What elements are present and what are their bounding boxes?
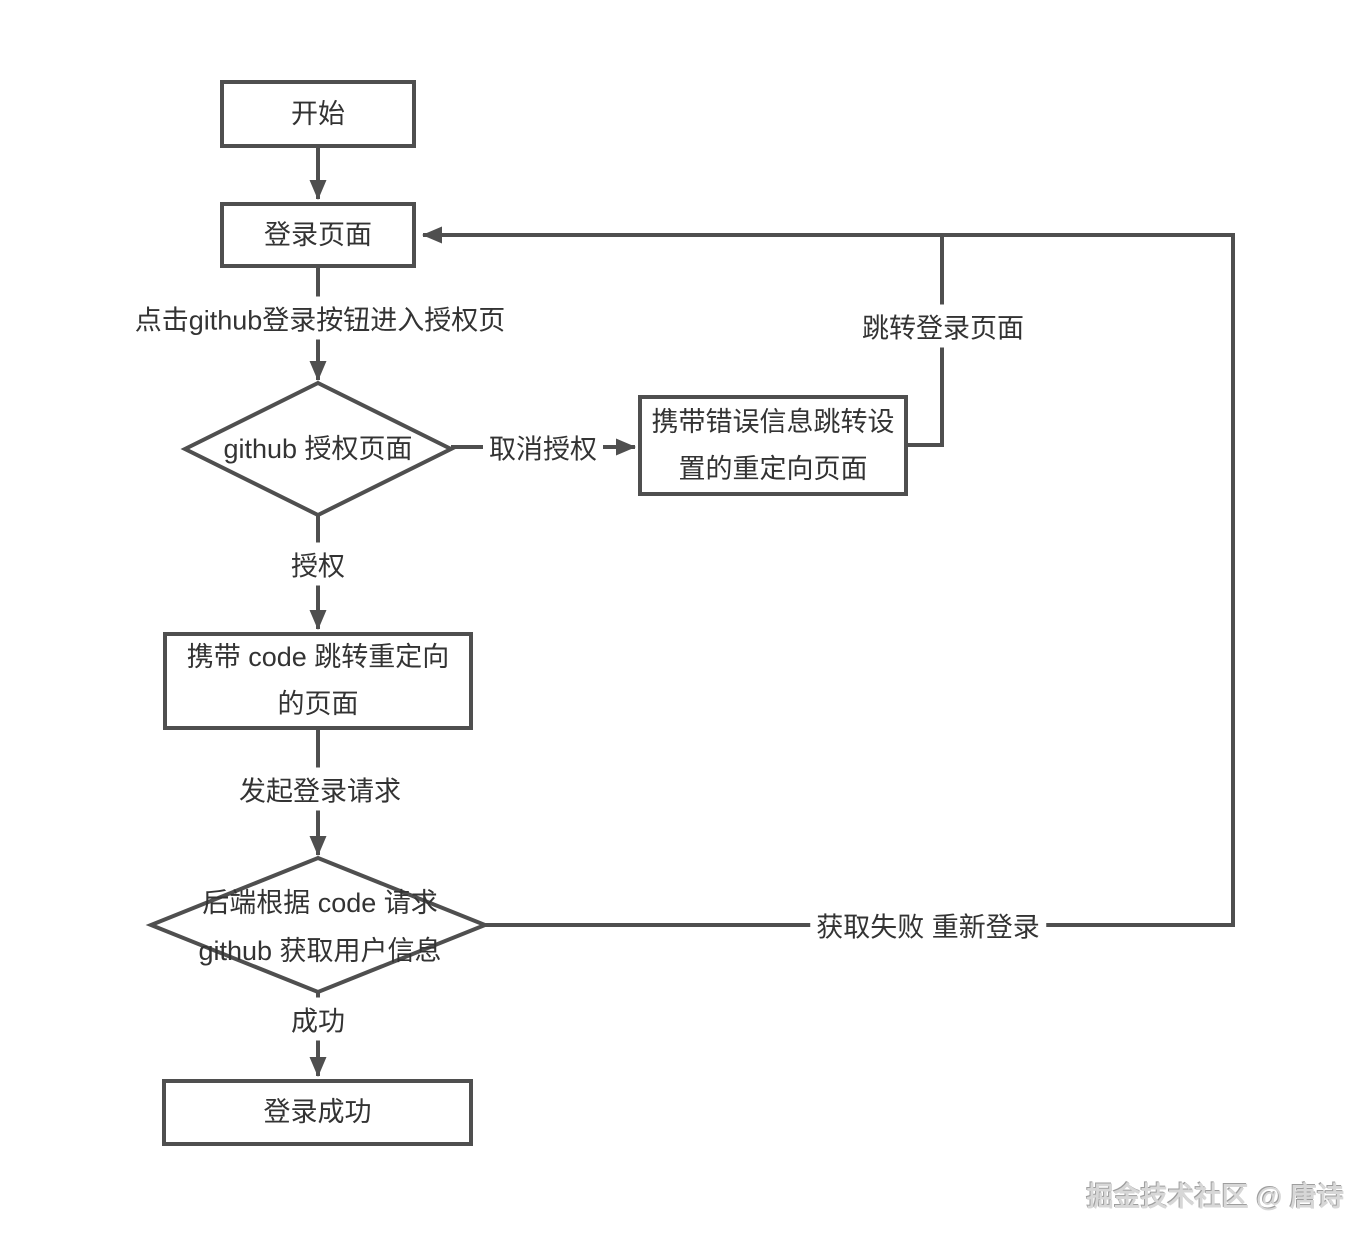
node-error-redirect-line2: 置的重定向页面	[678, 453, 868, 484]
node-login-page: 登录页面	[220, 202, 416, 268]
decision-github-auth-shape	[180, 380, 456, 518]
decision-backend-fetch-shape	[145, 855, 491, 995]
node-start: 开始	[220, 80, 416, 148]
edge-label-cancel-auth: 取消授权	[483, 425, 603, 469]
edge-label-send-request: 发起登录请求	[233, 767, 407, 811]
node-error-redirect: 携带错误信息跳转设 置的重定向页面	[638, 395, 908, 496]
decision-backend-fetch-line1: 后端根据 code 请求	[202, 888, 438, 918]
watermark: 掘金技术社区 @ 唐诗	[1086, 1182, 1344, 1212]
node-login-success-label: 登录成功	[263, 1097, 372, 1127]
decision-github-auth-label: github 授权页面	[223, 434, 413, 464]
node-start-label: 开始	[291, 98, 345, 129]
edge-label-success: 成功	[285, 997, 351, 1041]
edge-label-fetch-fail: 获取失败 重新登录	[810, 903, 1046, 947]
node-code-redirect: 携带 code 跳转重定向 的页面	[163, 632, 473, 730]
edge-label-jump-login: 跳转登录页面	[856, 304, 1030, 348]
node-code-redirect-line1: 携带 code 跳转重定向	[186, 642, 450, 672]
node-error-redirect-line1: 携带错误信息跳转设	[651, 406, 895, 437]
decision-backend-fetch-label: 后端根据 code 请求 github 获取用户信息	[198, 879, 441, 975]
node-code-redirect-line2: 的页面	[277, 689, 359, 719]
edge-label-click-github: 点击github登录按钮进入授权页	[128, 296, 512, 340]
edge-fail-return-to-login	[422, 226, 1235, 927]
node-login-page-label: 登录页面	[264, 219, 372, 250]
decision-backend-fetch-line2: github 获取用户信息	[198, 936, 442, 966]
edge-label-authorize: 授权	[285, 542, 351, 586]
node-login-success: 登录成功	[162, 1079, 473, 1146]
